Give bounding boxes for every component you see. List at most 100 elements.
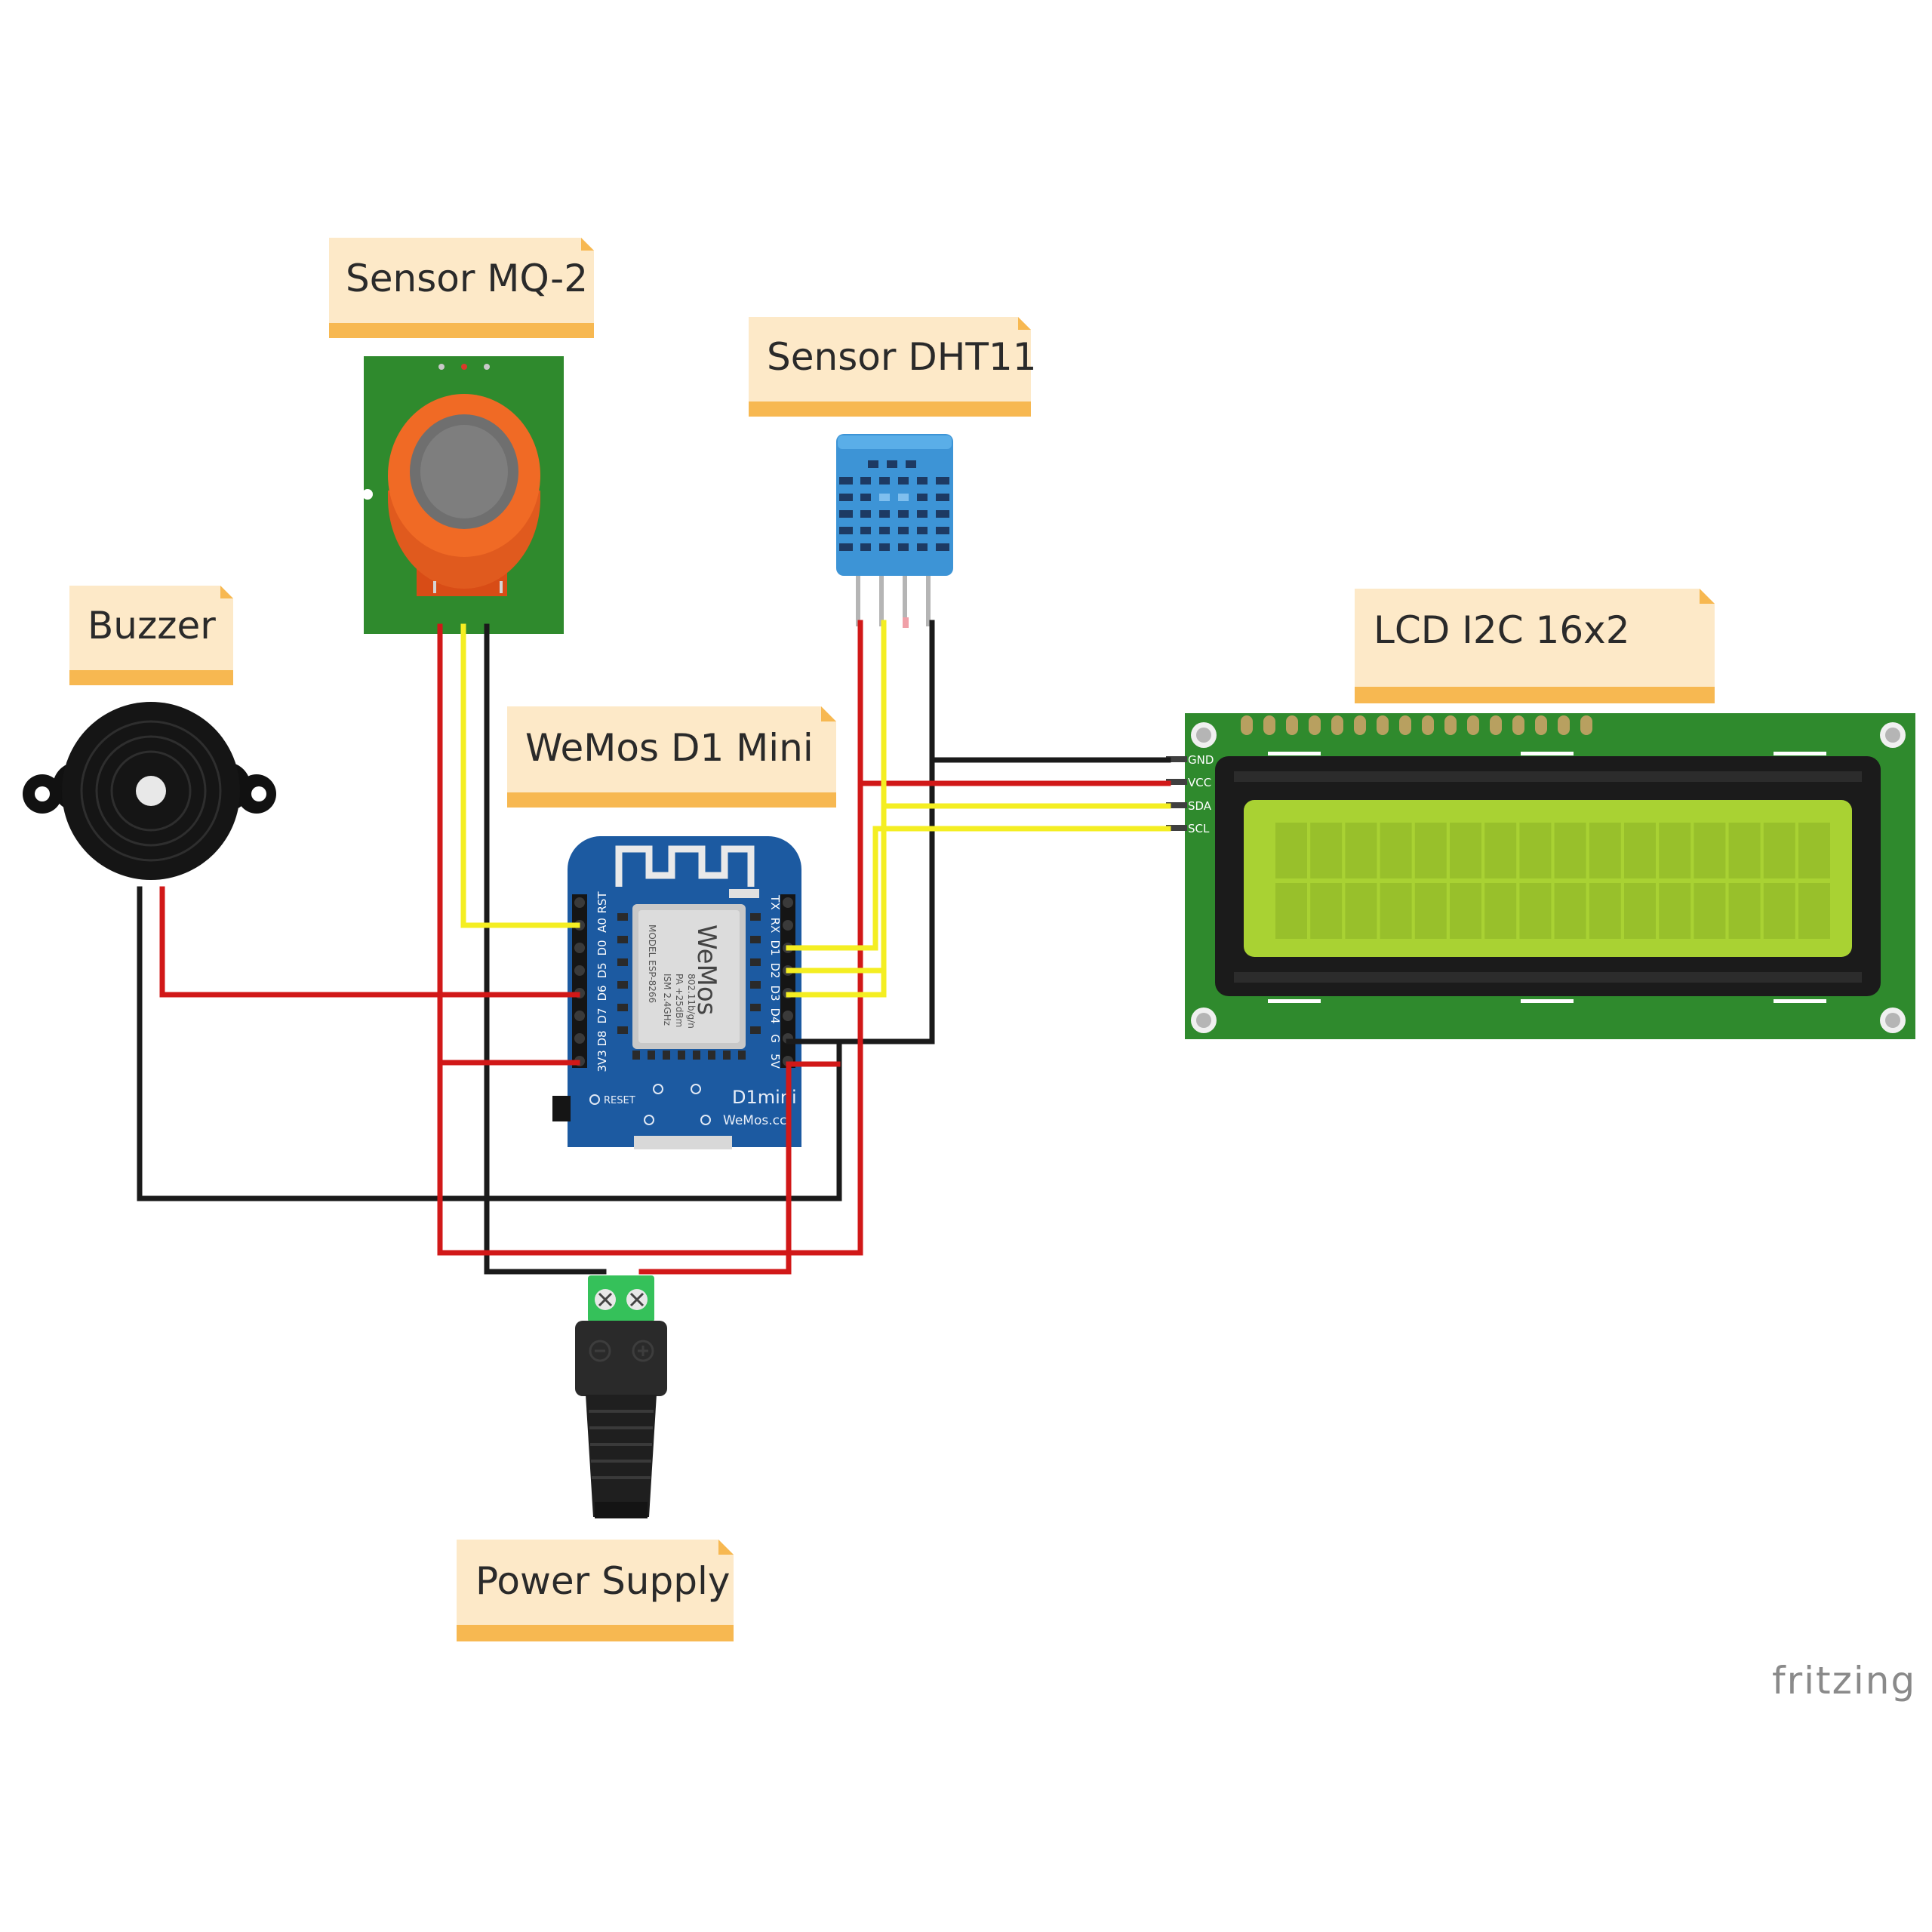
note-wemos-text: WeMos D1 Mini <box>525 726 814 770</box>
wire-dht-data <box>786 620 887 998</box>
screw-terminal-minus-icon <box>598 1292 613 1307</box>
lcd-char-cell <box>1763 823 1795 878</box>
lcd-pin-sda: SDA <box>1188 799 1212 813</box>
note-buzzer-text: Buzzer <box>88 604 216 648</box>
buzzer-center-icon <box>136 776 166 806</box>
lcd-header-pins <box>1241 715 1592 735</box>
minus-symbol-icon <box>589 1340 611 1362</box>
lcd-char-cell <box>1798 883 1830 939</box>
lcd-char-cell <box>1414 823 1447 878</box>
dht11-sensor <box>836 434 953 628</box>
plus-symbol-icon <box>632 1340 654 1362</box>
lcd-char-cell <box>1450 823 1481 878</box>
mq2-sensor <box>362 356 564 634</box>
lcd-char-cell <box>1310 823 1343 878</box>
wire-mq2-gnd-to-power <box>484 623 607 1275</box>
wemos-pin-3v3: 3V3 <box>595 1050 609 1072</box>
lcd-pin-gnd: GND <box>1188 753 1214 767</box>
lcd-char-cells <box>1275 823 1830 939</box>
note-wemos: WeMos D1 Mini <box>507 706 836 808</box>
wemos-d1-mini: MODEL ESP-8266 ISM 2.4GHz PA +25dBm 802.… <box>552 836 801 1149</box>
wemos-reset-label: RESET <box>604 1095 635 1106</box>
wemos-pin-d8: D8 <box>595 1030 609 1046</box>
wires-red <box>159 620 1171 1275</box>
lcd-char-cell <box>1728 823 1761 878</box>
wemos-pin-d1: D1 <box>768 940 782 955</box>
lcd-pin-vcc: VCC <box>1188 776 1211 789</box>
wire-mq2-vcc <box>437 620 863 1256</box>
note-power-text: Power Supply <box>475 1559 730 1603</box>
note-dht11-text: Sensor DHT11 <box>767 335 1037 379</box>
lcd-char-cell <box>1763 883 1795 939</box>
lcd-char-cell <box>1694 883 1726 939</box>
note-buzzer: Buzzer <box>69 586 233 685</box>
note-dht11: Sensor DHT11 <box>749 317 1037 417</box>
wemos-pin-d0: D0 <box>595 940 609 955</box>
lcd-char-cell <box>1345 823 1377 878</box>
note-lcd-text: LCD I2C 16x2 <box>1374 608 1630 652</box>
lcd-char-cell <box>1554 823 1586 878</box>
lcd-char-cell <box>1519 883 1552 939</box>
wemos-pin-tx: TX <box>768 894 782 909</box>
wire-dht-gnd-to-lcd <box>929 620 1171 763</box>
note-mq2: Sensor MQ-2 <box>329 238 594 338</box>
note-mq2-text: Sensor MQ-2 <box>346 257 588 300</box>
lcd-char-cell <box>1519 823 1552 878</box>
lcd-char-cell <box>1310 883 1343 939</box>
lcd-char-cell <box>1589 883 1621 939</box>
lcd-char-cell <box>1484 823 1517 878</box>
lcd-char-cell <box>1798 823 1830 878</box>
wemos-chip-text-3: PA +25dBm <box>674 974 685 1027</box>
wemos-model-label: D1mini <box>732 1087 797 1108</box>
lcd-char-cell <box>1624 823 1656 878</box>
wemos-pin-d4: D4 <box>768 1008 782 1023</box>
wemos-pin-5v: 5V <box>768 1054 782 1069</box>
lcd-char-cell <box>1414 883 1447 939</box>
wire-mq2-a0 <box>460 623 580 928</box>
wire-5v-to-power <box>638 1061 792 1275</box>
lcd-pin-scl: SCL <box>1188 822 1210 835</box>
note-power: Power Supply <box>457 1540 734 1641</box>
lcd-display <box>1185 713 1915 1039</box>
lcd-char-cell <box>1659 883 1691 939</box>
lcd-char-cell <box>1484 883 1517 939</box>
wemos-pin-d5: D5 <box>595 962 609 978</box>
wemos-chip-text-4: 802.11b/g/n <box>686 974 697 1029</box>
lcd-char-cell <box>1694 823 1726 878</box>
wires-black <box>137 620 1171 1275</box>
wemos-chip-text-1: MODEL ESP-8266 <box>647 924 657 1003</box>
lcd-char-cell <box>1624 883 1656 939</box>
lcd-char-cell <box>1380 823 1412 878</box>
wemos-pin-d7: D7 <box>595 1008 609 1023</box>
wemos-pin-d2: D2 <box>768 962 782 978</box>
lcd-char-cell <box>1275 883 1307 939</box>
wire-d1-scl <box>786 826 878 951</box>
wemos-pin-rst: RST <box>595 891 609 914</box>
lcd-char-cell <box>1589 823 1621 878</box>
wemos-pin-a0: A0 <box>595 918 609 933</box>
lcd-char-cell <box>1380 883 1412 939</box>
wire-buzzer-signal <box>159 886 580 998</box>
wire-buzzer-gnd <box>137 886 842 1201</box>
lcd-char-cell <box>1345 883 1377 939</box>
lcd-char-cell <box>1450 883 1481 939</box>
buzzer <box>23 702 276 880</box>
wemos-chip-brand: WeMos <box>691 924 721 1015</box>
screw-terminal-plus-icon <box>629 1292 645 1307</box>
lcd-char-cell <box>1728 883 1761 939</box>
note-lcd: LCD I2C 16x2 <box>1355 589 1715 703</box>
wires-yellow <box>460 620 1171 998</box>
power-supply-jack <box>575 1275 667 1518</box>
wemos-pin-rx: RX <box>768 918 782 934</box>
dht11-grille-icon <box>839 460 949 551</box>
wemos-site-label: WeMos.cc <box>723 1113 786 1128</box>
wemos-pin-d6: D6 <box>595 985 609 1001</box>
lcd-char-cell <box>1554 883 1586 939</box>
wemos-antenna-icon <box>615 845 755 887</box>
lcd-char-cell <box>1659 823 1691 878</box>
lcd-pin-header: GND VCC SDA SCL <box>1166 753 1214 835</box>
fritzing-logo: fritzing <box>1772 1659 1916 1703</box>
wemos-pin-g: G <box>768 1034 782 1043</box>
wemos-chip-text-2: ISM 2.4GHz <box>662 974 672 1026</box>
